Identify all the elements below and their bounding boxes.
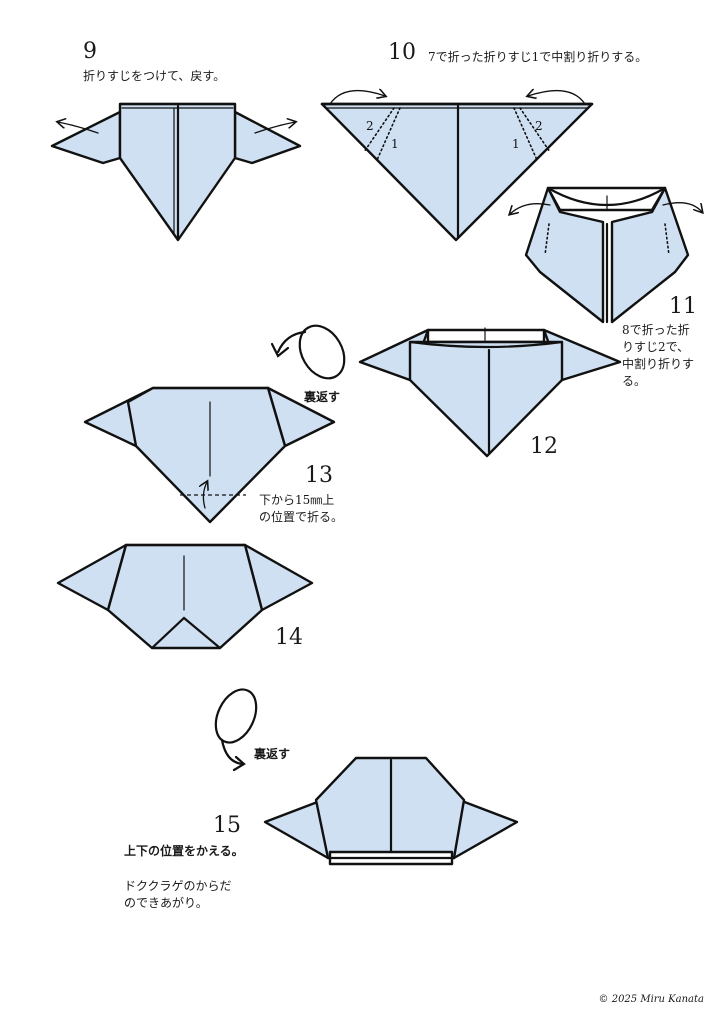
step-9-left-arrow bbox=[58, 122, 99, 134]
step-10-instruction: 7で折った折りすじ1で中割り折りする。 bbox=[428, 50, 648, 64]
step-12-number: 12 bbox=[530, 434, 558, 459]
step-14-number: 14 bbox=[275, 625, 303, 650]
step-11-line-3: 中割り折りす bbox=[622, 357, 695, 371]
step-13-figure bbox=[83, 386, 336, 524]
step-13-instruction: 下から15㎜上 の位置で折る。 bbox=[259, 492, 379, 526]
step-12-top-band bbox=[426, 328, 546, 344]
step-10-crease-1-left: 1 bbox=[391, 137, 399, 151]
final-note-line-1: ドククラゲのからだ bbox=[124, 879, 232, 893]
copyright: © 2025 Miru Kanata bbox=[598, 994, 704, 1005]
step-10-left-arrow bbox=[329, 91, 385, 105]
step-9-right-flap bbox=[233, 110, 302, 165]
step-10-right-arrow bbox=[528, 91, 586, 105]
step-9-figure bbox=[50, 102, 302, 242]
turn-over-label-2: 裏返す bbox=[254, 747, 291, 761]
turn-over-icon-2 bbox=[214, 688, 258, 772]
step-15-figure bbox=[263, 756, 519, 866]
step-11-instruction: 8で折った折 りすじ2で、 中割り折りす る。 bbox=[622, 322, 722, 390]
turn-over-label-1: 裏返す bbox=[304, 390, 341, 404]
step-14-figure bbox=[56, 543, 314, 650]
step-14-body bbox=[106, 543, 264, 650]
step-11-line-2: りすじ2で、 bbox=[622, 340, 690, 354]
step-11-left-arrow bbox=[510, 203, 551, 214]
final-note-line-2: のできあがり。 bbox=[124, 896, 208, 910]
step-9-instruction: 折りすじをつけて、戻す。 bbox=[83, 69, 226, 83]
step-11-line-1: 8で折った折 bbox=[622, 323, 690, 337]
step-11-figure bbox=[510, 186, 702, 324]
step-10-crease-2-right: 2 bbox=[535, 119, 543, 133]
step-11-line-4: る。 bbox=[622, 374, 647, 388]
step-10-number: 10 bbox=[388, 40, 416, 65]
step-13-line-1: 下から15㎜上 bbox=[259, 493, 335, 507]
step-12-body bbox=[408, 340, 564, 458]
step-12-figure bbox=[358, 327, 622, 458]
step-10-crease-2-left: 2 bbox=[366, 119, 374, 133]
step-13-line-2: の位置で折る。 bbox=[259, 510, 344, 524]
step-15-instruction: 上下の位置をかえる。 bbox=[124, 844, 244, 858]
step-11-left-side bbox=[524, 186, 605, 324]
step-15-number: 15 bbox=[213, 813, 241, 838]
step-9-number: 9 bbox=[83, 39, 97, 64]
step-13-number: 13 bbox=[305, 463, 333, 488]
step-11-right-arrow bbox=[662, 202, 702, 212]
final-note: ドククラゲのからだ のできあがり。 bbox=[124, 878, 232, 912]
turn-over-icon-1 bbox=[270, 324, 346, 380]
step-11-number: 11 bbox=[669, 294, 697, 319]
step-9-left-flap bbox=[50, 110, 122, 165]
step-11-right-side bbox=[610, 186, 690, 324]
step-10-figure: 2 1 2 1 bbox=[320, 91, 594, 242]
step-9-right-arrow bbox=[254, 122, 295, 134]
step-10-crease-1-right: 1 bbox=[512, 137, 520, 151]
